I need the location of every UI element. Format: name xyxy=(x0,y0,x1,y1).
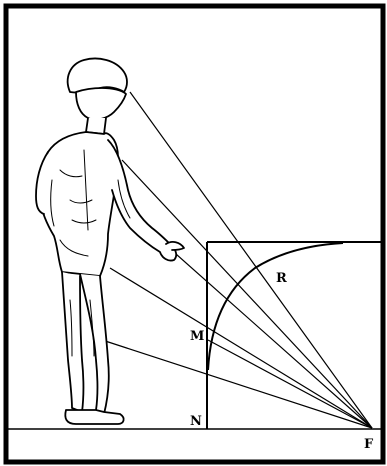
figure-rear-leg xyxy=(62,272,84,412)
label-n: N xyxy=(190,414,202,429)
label-r: R xyxy=(276,271,287,286)
figure-head xyxy=(76,88,126,120)
figure-feet xyxy=(65,410,123,424)
vertical-rectangle xyxy=(207,242,384,429)
sight-line-hand xyxy=(176,254,372,428)
sight-lines xyxy=(96,92,372,428)
sight-line-hip xyxy=(110,268,372,428)
figure-front-arm xyxy=(108,140,176,261)
label-f: F xyxy=(364,437,374,452)
standing-figure xyxy=(36,59,184,425)
figure-front-leg xyxy=(80,274,109,414)
sight-line-m xyxy=(208,340,372,428)
label-m: M xyxy=(190,329,204,344)
